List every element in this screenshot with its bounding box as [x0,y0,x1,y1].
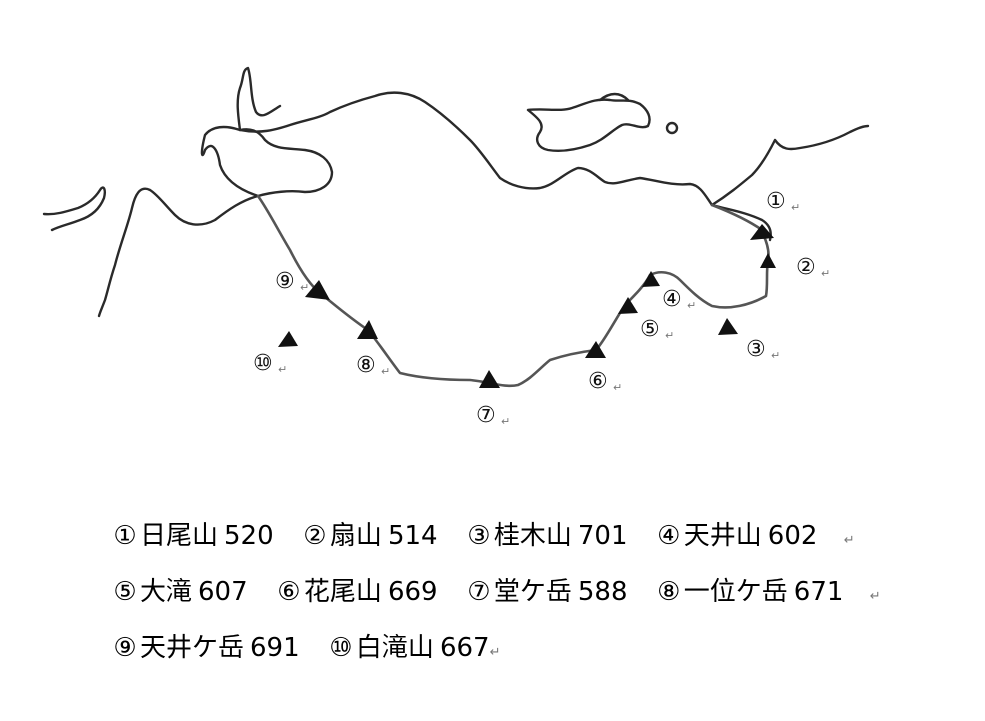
small-islet [665,121,679,135]
svg-text:④: ④ [662,287,682,312]
peak-label-3: ③ ↵ [746,337,780,362]
return-mark: ↵ [843,533,855,548]
svg-text:↵: ↵ [665,329,674,342]
svg-text:↵: ↵ [381,365,390,378]
return-mark: ↵ [869,589,881,604]
peak-marker-1[interactable] [750,224,774,240]
peak-label-1: ① ↵ [766,189,800,214]
map-area: ① ↵ ② ↵ ③ ↵ ④ ↵ ⑤ ↵ ⑥ ↵ ⑦ ↵ ⑧ ↵ [42,66,870,428]
svg-text:↵: ↵ [821,267,830,280]
peak-label-9: ⑨ ↵ [275,269,309,294]
peak-marker-4[interactable] [642,271,660,287]
svg-text:⑥: ⑥ [588,369,608,394]
peak-marker-2[interactable] [760,253,776,268]
svg-text:⑧: ⑧ [356,353,376,378]
peak-label-6: ⑥ ↵ [588,369,622,394]
peak-marker-5[interactable] [618,297,638,314]
eastern-bay [710,203,772,242]
svg-text:⑦: ⑦ [476,403,496,428]
peak-label-5: ⑤ ↵ [640,317,674,342]
svg-text:↵: ↵ [613,381,622,394]
svg-text:↵: ↵ [687,299,696,312]
peninsula-lower-left [238,128,334,198]
peak-label-8: ⑧ ↵ [356,353,390,378]
peak-marker-9[interactable] [305,280,330,300]
svg-text:↵: ↵ [771,349,780,362]
map-canvas: ① ↵ ② ↵ ③ ↵ ④ ↵ ⑤ ↵ ⑥ ↵ ⑦ ↵ ⑧ ↵ [42,66,870,428]
ridge-route [256,194,770,388]
peak-label-2: ② ↵ [796,255,830,280]
svg-text:⑤: ⑤ [640,317,660,342]
peak-marker-6[interactable] [585,341,606,358]
western-island [42,186,106,232]
northeast-island [526,98,651,152]
svg-text:⑩: ⑩ [253,351,273,376]
svg-text:①: ① [766,189,786,214]
peak-label-10: ⑩ ↵ [253,351,287,376]
svg-text:↵: ↵ [791,201,800,214]
peak-marker-8[interactable] [357,320,378,339]
svg-text:⑨: ⑨ [275,269,295,294]
ridge-route-spur [710,203,764,232]
peninsula-upper-left [236,66,282,132]
svg-text:↵: ↵ [300,281,309,294]
return-mark: ↵ [489,645,501,660]
peak-marker-7[interactable] [479,370,500,388]
northeast-island-tip [598,92,630,102]
northern-coastline [200,91,714,207]
western-coastline [97,187,260,318]
peak-label-7: ⑦ ↵ [476,403,510,428]
peak-marker-3[interactable] [718,318,738,335]
svg-text:②: ② [796,255,816,280]
peak-marker-10[interactable] [278,331,298,347]
eastern-coastline [710,124,870,207]
svg-text:③: ③ [746,337,766,362]
svg-text:↵: ↵ [278,363,287,376]
peak-label-4: ④ ↵ [662,287,696,312]
svg-text:↵: ↵ [501,415,510,428]
